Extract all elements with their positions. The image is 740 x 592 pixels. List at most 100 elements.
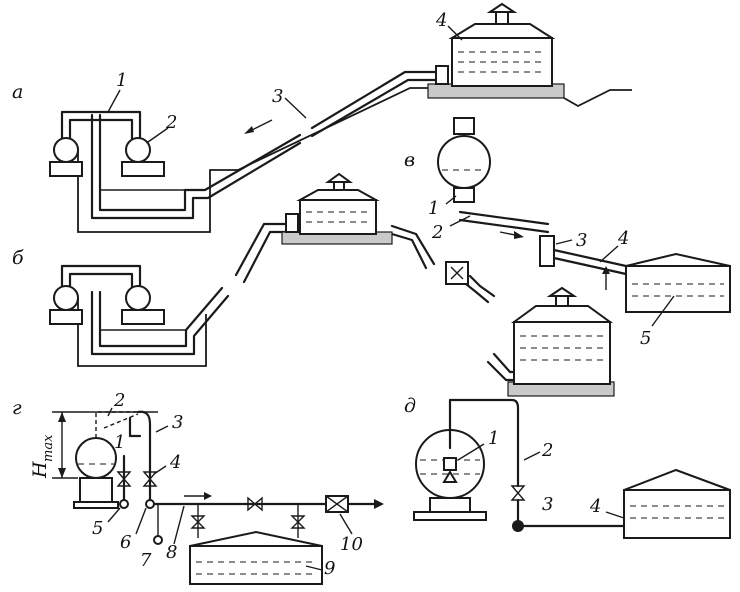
panel-a-leader-2	[147, 127, 169, 143]
panel-g-riser-2	[128, 416, 142, 438]
panel-a-reservoir-roof	[448, 23, 556, 39]
panel-b-outlet-pipe	[468, 274, 496, 298]
panel-d-junction-3	[512, 520, 524, 532]
panel-v-gravity-pipe	[552, 248, 628, 276]
panel-b-lower-inlet-2	[492, 352, 516, 374]
panel-a-flow-arrowhead	[244, 126, 254, 134]
panel-v-leader-3	[555, 239, 573, 245]
panel-g: H max	[12, 390, 384, 585]
panel-b-valve-well-symbol	[450, 266, 464, 280]
panel-a-delivery-pipe	[310, 70, 442, 130]
panel-v-pump	[437, 135, 491, 189]
panel-g-leader-8	[173, 505, 185, 545]
panel-a-suction-pipe	[98, 113, 302, 212]
panel-a-reservoir-vent-cap	[486, 2, 518, 13]
panel-g-valve-5	[116, 471, 132, 487]
panel-d: д 1 2 3 4	[404, 395, 731, 539]
panel-g-label-6: 6	[120, 532, 131, 553]
panel-d-leader-1	[457, 443, 485, 461]
panel-a-leader-3	[284, 97, 307, 119]
panel-b-pump-left-base	[49, 309, 83, 325]
panel-g-leader-6	[135, 507, 147, 535]
panel-g-leader-4	[153, 465, 167, 475]
panel-g-valve-6-body	[145, 499, 155, 509]
panel-v-level-arrowhead	[602, 266, 610, 274]
panel-g-branch-right-valve	[290, 515, 306, 529]
panel-d-impeller	[443, 457, 457, 471]
panel-g-dim-arrow-bottom	[58, 468, 66, 478]
panel-d-pump-base	[429, 497, 471, 513]
panel-d-letter: д	[404, 395, 416, 417]
panel-a: а 1 2 3 4	[12, 2, 632, 233]
panel-d-label-4: 4	[589, 496, 601, 517]
panel-d-valve-2	[510, 485, 526, 501]
panel-b-valve-chamber	[285, 213, 299, 233]
panel-a-suction-pipe-2	[90, 113, 302, 220]
panel-a-label-2: 2	[165, 112, 177, 133]
panel-b-lower-roof	[510, 305, 614, 323]
panel-g-reservoir	[189, 545, 323, 585]
panel-g-label-10: 10	[340, 534, 363, 555]
panel-a-connector-1	[60, 110, 142, 142]
panel-d-label-3: 3	[542, 494, 553, 515]
panel-d-reservoir	[623, 489, 731, 539]
panel-v-pump-top	[453, 117, 475, 135]
panel-g-pump-foot	[73, 501, 119, 509]
panel-a-pump-right	[125, 137, 151, 163]
panel-b-reservoir	[299, 199, 377, 235]
panel-v-leader-4	[599, 245, 619, 263]
panel-b-outlet-pipe-2	[464, 282, 490, 304]
panel-a-right-ground	[563, 89, 632, 108]
panel-a-letter: а	[12, 81, 23, 103]
panel-b-letter: б	[12, 247, 24, 269]
panel-a-label-3: 3	[272, 86, 283, 107]
panel-v-leader-2	[449, 215, 471, 227]
panel-d-label-1: 1	[488, 428, 499, 449]
panel-g-letter: г	[12, 397, 22, 419]
panel-g-hmax-main: H	[29, 461, 51, 479]
panel-g-branch-left-valve	[190, 515, 206, 529]
panel-a-slope-ground	[237, 87, 428, 171]
panel-d-suction-pipe	[448, 398, 520, 488]
panel-v-label-2: 2	[431, 222, 443, 243]
panel-a-label-4: 4	[435, 10, 447, 31]
panel-b-lower-reservoir	[486, 286, 615, 397]
panel-g-label-1: 1	[114, 432, 125, 453]
panel-d-leader-4	[605, 511, 625, 519]
panel-g-hmax-sub: max	[41, 434, 56, 462]
panel-g-label-2: 2	[113, 390, 125, 411]
panel-b-suction-pipe	[98, 286, 224, 348]
panel-g-dim-arrow-top	[58, 412, 66, 422]
panel-b-lower-tank	[513, 321, 611, 385]
panel-b-pump-right	[125, 285, 151, 311]
panel-b-connector-1	[60, 264, 142, 292]
panel-b-basin	[77, 298, 207, 367]
panel-g-label-4: 4	[169, 452, 181, 473]
panel-v-leader-5	[651, 295, 675, 327]
panel-g-leader-2	[107, 407, 113, 417]
panel-g-inline-valve	[247, 496, 263, 512]
panel-a-basin	[77, 148, 238, 233]
panel-b-reservoir-roof	[296, 189, 380, 201]
panel-a-delivery-pipe-2	[310, 78, 442, 138]
panel-v: в 1 2 3 4 5	[404, 117, 731, 349]
panel-a-leader-4	[447, 25, 463, 41]
panel-v-reservoir-roof	[625, 252, 731, 267]
panel-g-dashed-pipe	[95, 411, 139, 438]
panel-g-leader-9	[305, 565, 323, 571]
panel-g-leader-3	[155, 425, 169, 433]
panel-g-main-arrowhead	[374, 499, 384, 509]
panel-b-suction-pipe-2	[90, 290, 230, 356]
panel-g-reservoir-roof	[189, 530, 323, 547]
panel-a-label-1: 1	[116, 70, 127, 91]
panel-a-leader-1	[107, 89, 121, 113]
panel-b-lower-inlet	[486, 360, 516, 382]
panel-d-impeller-cone	[442, 470, 458, 483]
panel-a-pump-left	[53, 137, 79, 163]
panel-b-falling-pipe	[390, 224, 436, 266]
panel-b: б	[12, 172, 496, 367]
panel-v-flow-arrowhead	[514, 231, 524, 239]
panel-b-rising-pipe	[234, 222, 290, 277]
panel-b-lower-vent-cap	[546, 286, 578, 297]
